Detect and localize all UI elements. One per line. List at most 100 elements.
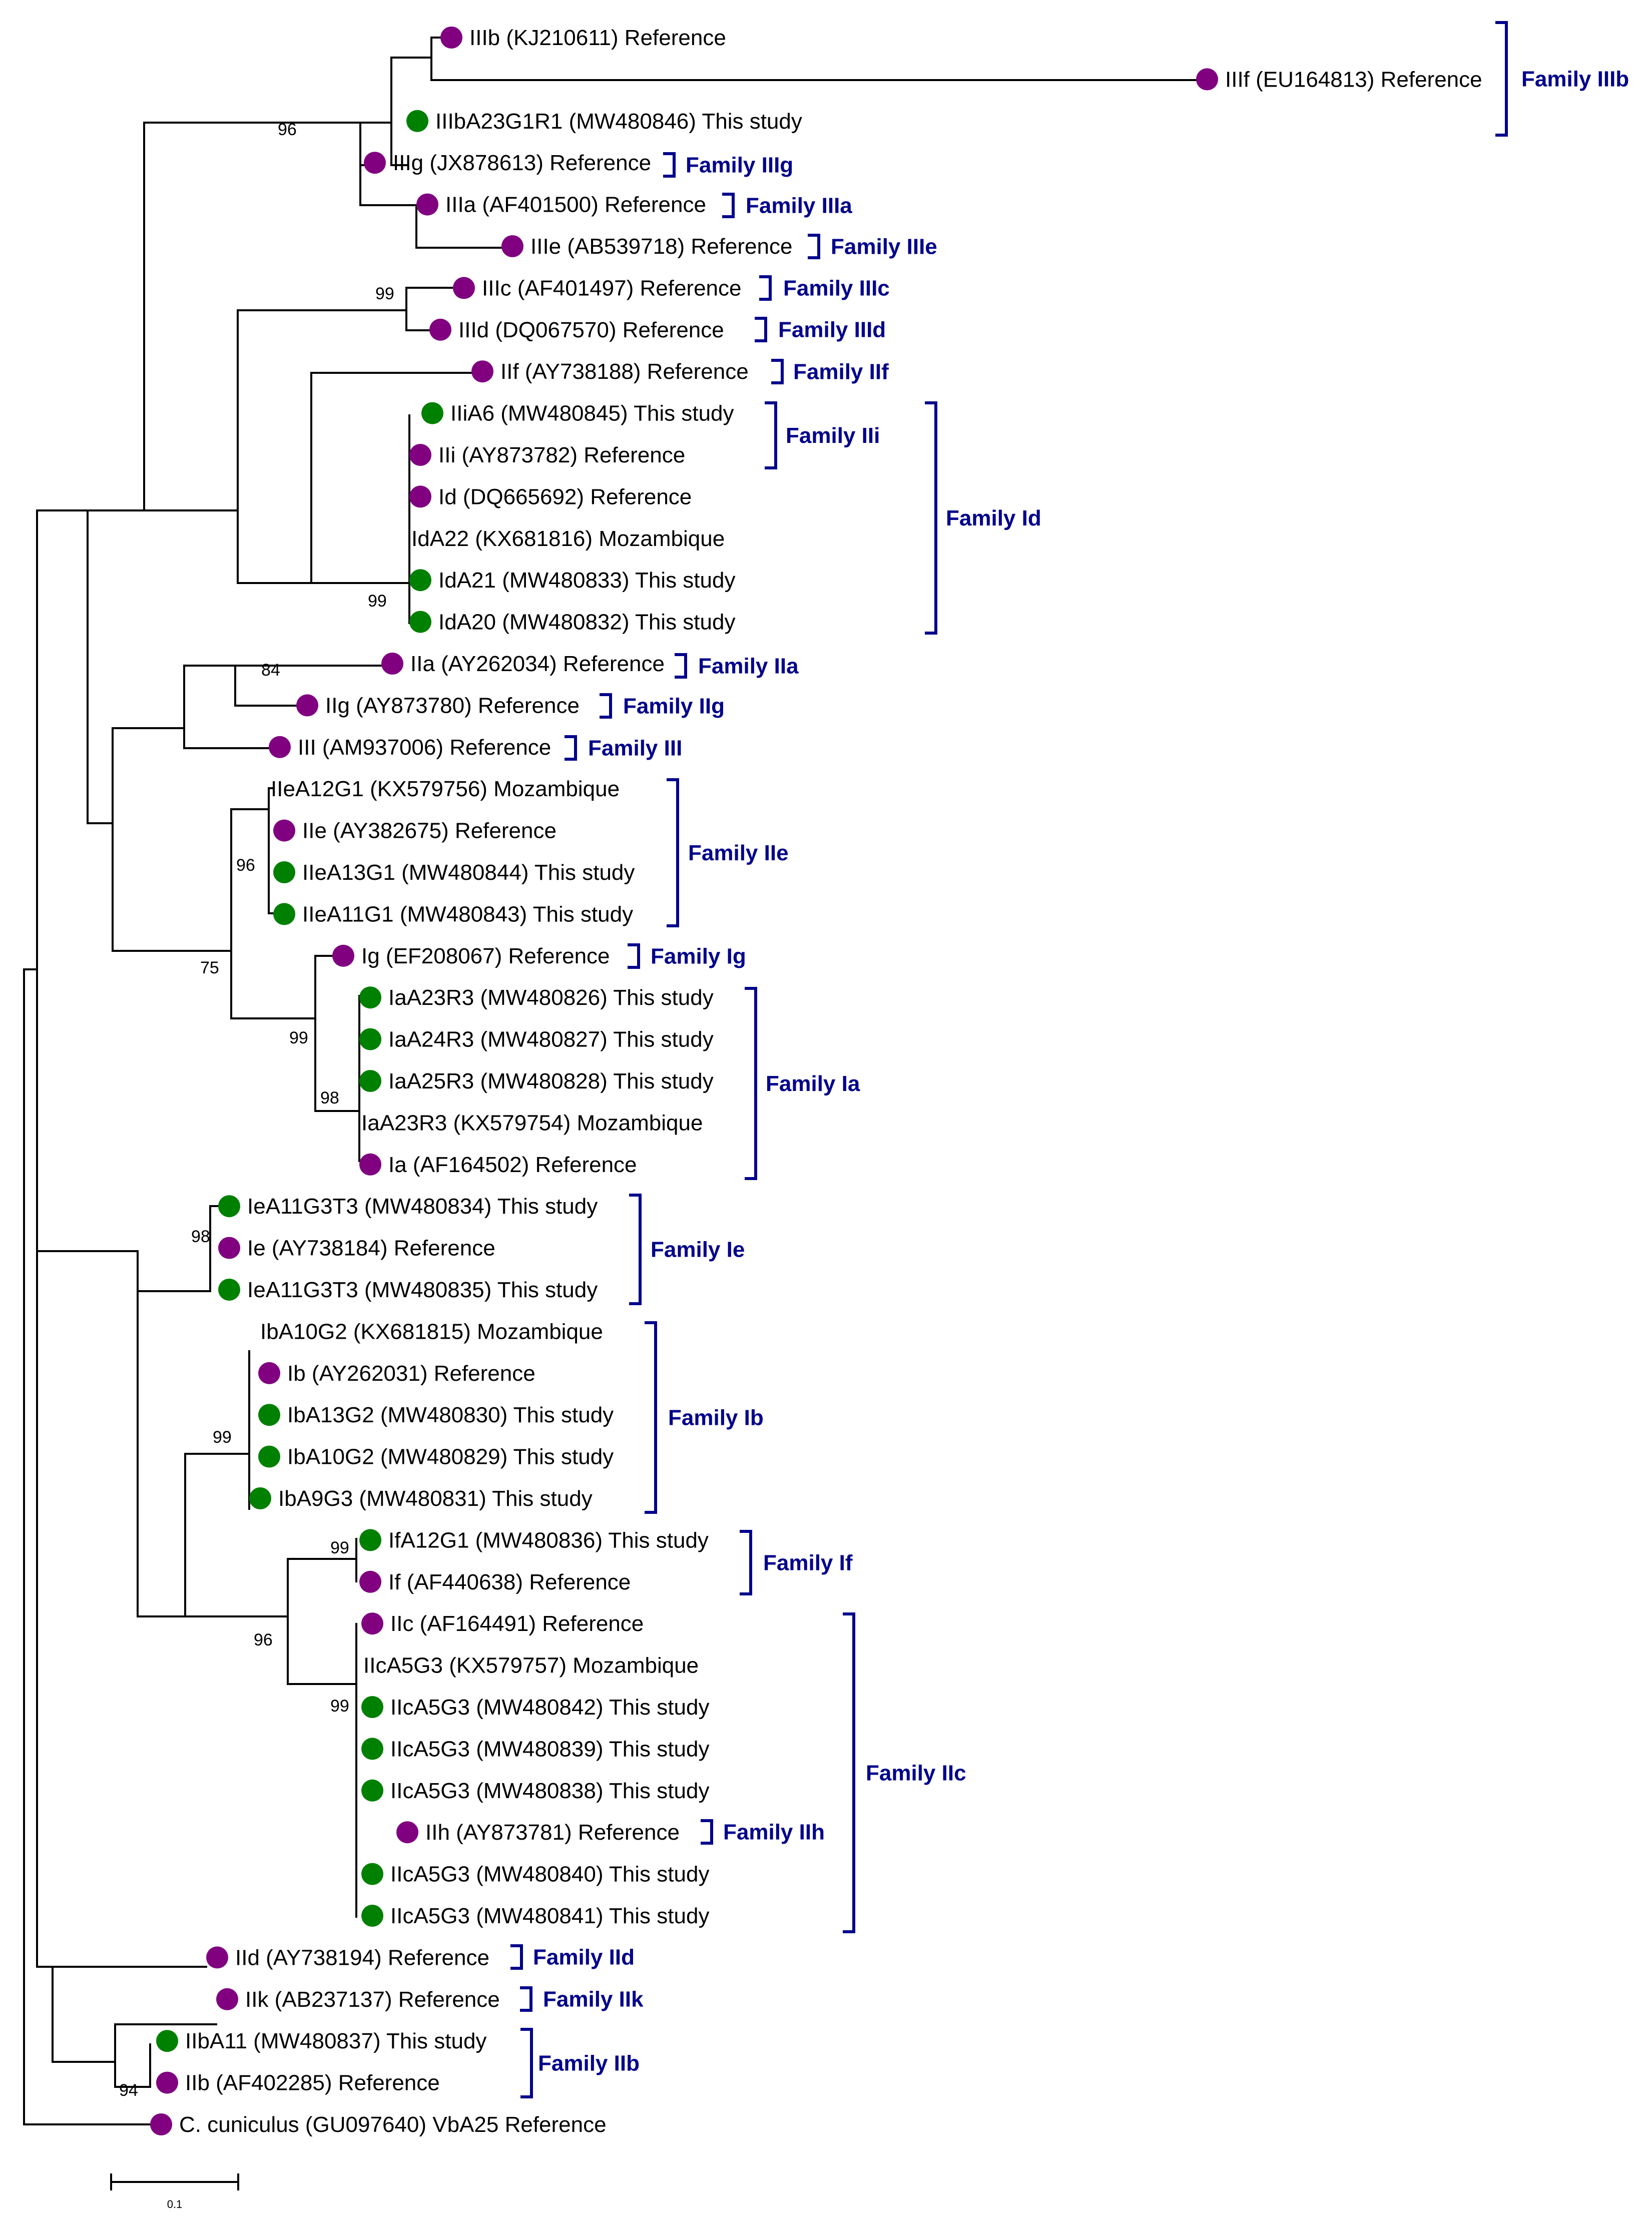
taxon-label: IIIe (AB539718) Reference [530, 234, 792, 259]
family-group-f8: Family IIi [765, 401, 880, 469]
taxon-t32: IbA10G2 (KX681815) Mozambique [260, 1319, 603, 1344]
family-label: Family IIf [793, 360, 889, 384]
taxon-label: IIcA5G3 (KX579757) Mozambique [363, 1653, 699, 1678]
reference-dot-icon [364, 152, 386, 174]
family-label: Family IIIa [746, 194, 852, 218]
taxon-t26: IaA25R3 (MW480828) This study [359, 1069, 714, 1093]
family-bracket [843, 1612, 855, 1933]
family-bracket [667, 778, 679, 927]
taxon-t6: IIIe (AB539718) Reference [501, 234, 792, 259]
bootstrap-value: 99 [213, 1428, 232, 1447]
taxon-label: IIcA5G3 (MW480838) This study [390, 1779, 709, 1803]
taxon-label: IIeA11G1 (MW480843) This study [302, 902, 633, 926]
tree-branches [23, 37, 1197, 2125]
taxon-t22: IIeA11G1 (MW480843) This study [273, 902, 633, 926]
family-label: Family IIId [778, 318, 886, 342]
family-group-f9: Family Id [925, 401, 1041, 635]
bootstrap-value: 99 [289, 1028, 308, 1047]
taxon-label: IdA22 (KX681816) Mozambique [411, 526, 725, 551]
family-group-f20: Family IIh [701, 1819, 825, 1845]
study-dot-icon [361, 1863, 383, 1885]
bootstrap-value: 96 [278, 120, 297, 139]
bootstrap-value: 99 [375, 284, 394, 303]
taxon-label: IfA12G1 (MW480836) This study [388, 1528, 709, 1552]
family-group-f13: Family IIe [667, 778, 789, 927]
taxon-t2: IIIf (EU164813) Reference [1196, 67, 1482, 92]
reference-dot-icon [206, 1946, 228, 1969]
taxon-t13: IdA22 (KX681816) Mozambique [411, 526, 725, 551]
taxon-label: IbA10G2 (KX681815) Mozambique [260, 1319, 603, 1344]
taxon-t8: IIId (DQ067570) Reference [429, 318, 724, 342]
family-label: Family IIk [543, 1987, 644, 2012]
family-bracket [628, 943, 640, 969]
bootstrap-value: 96 [236, 856, 255, 875]
taxon-label: IIcA5G3 (MW480841) This study [390, 1904, 709, 1928]
study-dot-icon [258, 1404, 280, 1426]
family-bracket [600, 693, 612, 719]
taxon-t17: IIg (AY873780) Reference [296, 693, 580, 718]
taxon-t28: Ia (AF164502) Reference [359, 1153, 637, 1177]
family-bracket [663, 152, 676, 178]
taxon-t15: IdA20 (MW480832) This study [409, 610, 735, 635]
family-bracket [629, 1194, 642, 1305]
taxon-t38: If (AF440638) Reference [359, 1570, 631, 1594]
study-dot-icon [156, 2030, 178, 2052]
bootstrap-value: 94 [119, 2081, 138, 2100]
taxon-label: IaA23R3 (MW480826) This study [388, 985, 714, 1010]
study-dot-icon [409, 611, 431, 633]
bootstrap-value: 84 [261, 661, 280, 680]
taxon-t12: Id (DQ665692) Reference [409, 484, 692, 509]
taxon-label: IdA21 (MW480833) This study [438, 568, 735, 593]
taxon-t46: IIcA5G3 (MW480841) This study [361, 1904, 709, 1928]
taxon-label: IIIc (AF401497) Reference [482, 276, 741, 300]
reference-dot-icon [440, 27, 462, 49]
taxon-t14: IdA21 (MW480833) This study [409, 568, 735, 593]
taxon-label: IaA24R3 (MW480827) This study [388, 1027, 714, 1052]
family-group-f11: Family IIg [600, 693, 725, 719]
family-group-f23: Family IIb [520, 2028, 640, 2098]
taxon-t35: IbA10G2 (MW480829) This study [258, 1445, 614, 1469]
family-group-f21: Family IId [510, 1944, 635, 1970]
taxon-label: Id (DQ665692) Reference [438, 484, 692, 509]
reference-dot-icon [269, 736, 291, 758]
family-bracket [755, 317, 767, 342]
taxon-label: If (AF440638) Reference [388, 1570, 631, 1594]
taxon-t31: IeA11G3T3 (MW480835) This study [218, 1278, 598, 1302]
taxon-label: IbA13G2 (MW480830) This study [287, 1403, 614, 1427]
taxon-t3: IIIbA23G1R1 (MW480846) This study [406, 109, 802, 134]
taxon-t48: IIk (AB237137) Reference [216, 1987, 500, 2012]
taxon-label: III (AM937006) Reference [298, 735, 551, 760]
study-dot-icon [406, 110, 428, 132]
family-label: Family IIc [866, 1761, 966, 1786]
taxon-t4: IIIg (JX878613) Reference [364, 151, 651, 175]
reference-dot-icon [396, 1821, 418, 1844]
taxon-label: IIbA11 (MW480837) This study [185, 2029, 486, 2053]
family-bracket [759, 275, 772, 301]
taxon-label: Ia (AF164502) Reference [388, 1153, 637, 1177]
taxon-t50: IIb (AF402285) Reference [156, 2071, 440, 2095]
reference-dot-icon [361, 1612, 383, 1635]
family-label: Family IIIg [686, 153, 793, 178]
family-label: Family IIa [698, 654, 799, 679]
family-bracket [765, 401, 777, 469]
taxon-t9: IIf (AY738188) Reference [471, 359, 749, 384]
family-group-f1: Family IIIb [1495, 21, 1629, 137]
family-group-f10: Family IIa [675, 653, 799, 679]
reference-dot-icon [273, 819, 295, 842]
taxon-label: IIk (AB237137) Reference [245, 1987, 500, 2012]
family-label: Family Ig [651, 944, 746, 969]
taxon-label: C. cuniculus (GU097640) VbA25 Reference [179, 2112, 607, 2137]
family-bracket [645, 1321, 657, 1514]
reference-dot-icon [359, 1570, 381, 1593]
family-group-f12: Family III [565, 735, 682, 761]
study-dot-icon [361, 1905, 383, 1927]
study-dot-icon [409, 569, 431, 592]
taxon-label: IIb (AF402285) Reference [185, 2071, 440, 2095]
taxon-label: IIeA13G1 (MW480844) This study [302, 860, 635, 885]
bootstrap-value: 99 [368, 592, 387, 611]
reference-dot-icon [381, 653, 403, 675]
family-group-f17: Family Ib [645, 1321, 764, 1514]
bootstrap-value: 99 [330, 1538, 349, 1557]
